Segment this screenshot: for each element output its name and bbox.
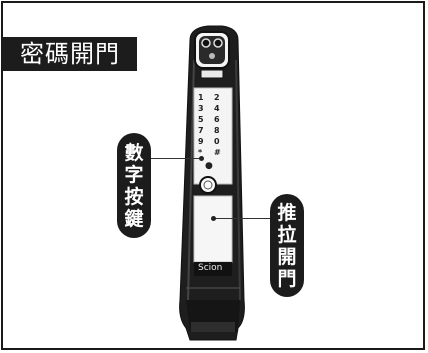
key-0: 0 — [214, 137, 220, 146]
key-8: 8 — [214, 126, 220, 135]
key-5: 5 — [198, 115, 204, 124]
key-hash: # — [214, 148, 221, 157]
page-title: 密碼開門 — [3, 37, 137, 71]
keypad-callout-char-3: 按 — [124, 185, 144, 208]
pull-callout-char-4: 門 — [277, 267, 297, 290]
keypad-callout-char-4: 鍵 — [124, 207, 144, 230]
pull-leader-dot — [211, 216, 216, 221]
keypad-leader-line — [151, 158, 201, 159]
key-1: 1 — [198, 93, 204, 102]
pull-leader-line — [214, 218, 270, 219]
keypad-callout-char-2: 字 — [124, 163, 144, 186]
brand-label: Scion — [198, 263, 223, 273]
key-7: 7 — [198, 126, 204, 135]
keypad-callout-char-1: 數 — [124, 141, 144, 164]
pull-callout-char-1: 推 — [277, 201, 297, 224]
pull-callout-char-2: 拉 — [277, 223, 297, 246]
push-pull-callout: 推 拉 開 門 — [270, 194, 304, 297]
pull-callout-char-3: 開 — [277, 245, 297, 268]
lock-icon: ● — [205, 161, 213, 171]
key-4: 4 — [214, 104, 220, 113]
keypad-leader-dot — [199, 156, 204, 161]
keypad-callout: 數 字 按 鍵 — [117, 133, 151, 238]
key-2: 2 — [214, 93, 220, 102]
key-3: 3 — [198, 104, 204, 113]
key-6: 6 — [214, 115, 220, 124]
key-9: 9 — [198, 137, 204, 146]
key-star: * — [198, 148, 203, 157]
